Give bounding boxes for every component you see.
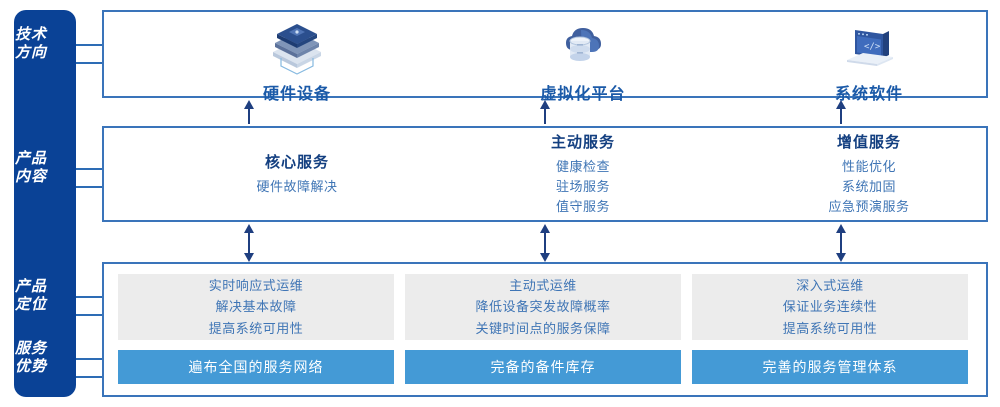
positioning-line: 保证业务连续性: [782, 299, 878, 315]
sidebar-item-product-positioning[interactable]: 产品 定位: [0, 278, 62, 315]
sidebar-item-product-content[interactable]: 产品 内容: [0, 150, 62, 187]
positioning-line: 主动式运维: [509, 278, 577, 294]
connector-line: [76, 314, 104, 316]
arrow-up-software: [835, 100, 847, 129]
sidebar: [14, 10, 76, 397]
sidebar-label-line: 服务: [14, 340, 47, 357]
arrow-up-hardware: [243, 100, 255, 129]
positioning-advantage-panel: 实时响应式运维 解决基本故障 提高系统可用性 主动式运维 降低设备突发故障概率 …: [102, 262, 988, 397]
svg-text:</>: </>: [864, 42, 881, 52]
arrow-double-virtualization: [539, 224, 551, 267]
technology-column-virtualization[interactable]: 虚拟化平台: [490, 12, 676, 103]
positioning-line: 关键时间点的服务保障: [475, 320, 611, 336]
connector-line: [76, 186, 104, 188]
technology-label: 系统软件: [834, 86, 903, 103]
content-item: 系统加固: [841, 178, 896, 194]
sidebar-label-line: 内容: [14, 168, 47, 186]
arrow-double-hardware: [243, 224, 255, 267]
technology-column-hardware[interactable]: 硬件设备: [204, 12, 390, 103]
content-title: 主动服务: [550, 133, 615, 151]
positioning-box-indepth[interactable]: 深入式运维 保证业务连续性 提高系统可用性: [692, 274, 968, 340]
sidebar-item-technology-direction[interactable]: 技术 方向: [0, 26, 62, 63]
positioning-line: 解决基本故障: [215, 299, 297, 315]
product-content-panel: 核心服务 硬件故障解决 主动服务 健康检查 驻场服务 值守服务 增值服务 性能优…: [102, 126, 988, 222]
content-title: 核心服务: [264, 153, 329, 171]
arrow-double-software: [835, 224, 847, 267]
server-stack-icon: [265, 20, 329, 76]
content-item: 驻场服务: [555, 178, 610, 194]
sidebar-label-line: 方向: [14, 44, 47, 62]
laptop-code-icon: </>: [837, 20, 901, 76]
content-column-proactive-service[interactable]: 主动服务 健康检查 驻场服务 值守服务: [490, 128, 676, 220]
technology-panel: 硬件设备 虚拟化平台: [102, 10, 988, 103]
connector-line: [76, 168, 104, 170]
content-item: 健康检查: [555, 158, 610, 174]
arrow-up-virtualization: [539, 100, 551, 129]
content-column-value-added-service[interactable]: 增值服务 性能优化 系统加固 应急预演服务: [776, 128, 962, 220]
positioning-line: 提高系统可用性: [208, 320, 304, 336]
content-item: 值守服务: [555, 199, 610, 215]
content-title: 增值服务: [836, 133, 901, 151]
positioning-line: 提高系统可用性: [782, 320, 878, 336]
connector-line: [76, 376, 104, 378]
sidebar-label-line: 优势: [14, 358, 47, 376]
positioning-box-proactive[interactable]: 主动式运维 降低设备突发故障概率 关键时间点的服务保障: [405, 274, 681, 340]
cloud-database-icon: [551, 20, 615, 76]
advantage-bar-management-system[interactable]: 完善的服务管理体系: [692, 350, 968, 384]
technology-column-software[interactable]: </> 系统软件: [776, 12, 962, 103]
connector-line: [76, 358, 104, 360]
positioning-line: 深入式运维: [796, 278, 864, 294]
technology-label: 虚拟化平台: [540, 86, 626, 103]
sidebar-item-service-advantage[interactable]: 服务 优势: [0, 340, 62, 377]
connector-line: [76, 44, 104, 46]
sidebar-label-line: 定位: [14, 296, 47, 314]
advantage-bar-service-network[interactable]: 遍布全国的服务网络: [118, 350, 394, 384]
content-column-core-service[interactable]: 核心服务 硬件故障解决: [204, 128, 390, 220]
positioning-box-realtime[interactable]: 实时响应式运维 解决基本故障 提高系统可用性: [118, 274, 394, 340]
connector-line: [76, 62, 104, 64]
content-item: 硬件故障解决: [256, 178, 338, 194]
sidebar-label-line: 技术: [14, 26, 47, 43]
connector-line: [76, 296, 104, 298]
sidebar-label-line: 产品: [14, 278, 47, 295]
content-item: 性能优化: [841, 158, 896, 174]
positioning-line: 实时响应式运维: [208, 278, 304, 294]
positioning-line: 降低设备突发故障概率: [475, 299, 611, 315]
advantage-bar-spare-parts[interactable]: 完备的备件库存: [405, 350, 681, 384]
content-item: 应急预演服务: [828, 199, 910, 215]
sidebar-label-line: 产品: [14, 150, 47, 167]
technology-label: 硬件设备: [262, 86, 331, 103]
